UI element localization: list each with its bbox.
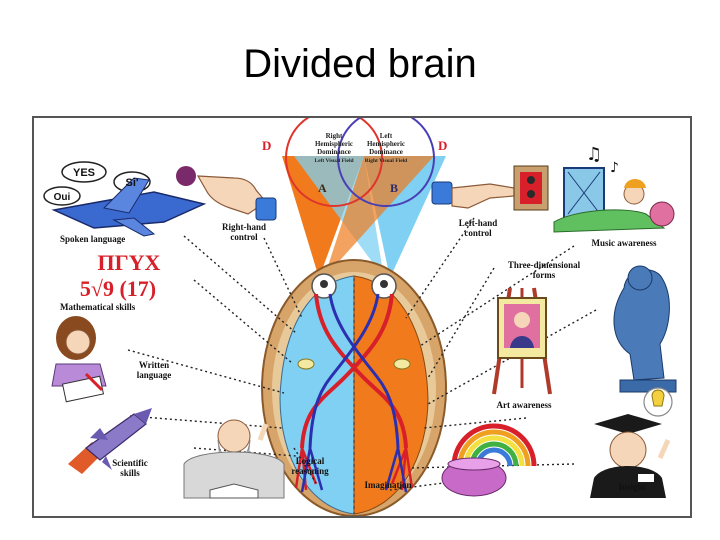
speech-si-text: Si' <box>125 177 138 189</box>
header-left-letter: D <box>262 138 271 153</box>
art-awareness-illustration <box>492 287 552 395</box>
label-art-awareness: Art awareness <box>496 400 552 410</box>
left-hemisphere-circle <box>337 118 435 207</box>
right-hemisphere-circle <box>285 118 383 207</box>
header-right-line4: Right Visual Field <box>365 158 407 164</box>
spoken-language-illustration <box>43 161 207 237</box>
label-music-awareness: Music awareness <box>591 238 657 248</box>
left-hand-illustration <box>431 165 549 211</box>
three-dimensional-forms-illustration <box>613 265 677 393</box>
header-left-line2: Hemispheric <box>315 140 353 148</box>
label-scientific-skills-2: skills <box>120 468 140 478</box>
label-three-dimensional-2: forms <box>533 270 556 280</box>
music-awareness-illustration: ♫ ♪ <box>553 144 675 233</box>
field-b-label: B <box>390 181 398 195</box>
label-left-hand-control-2: control <box>464 228 492 238</box>
right-hand-illustration <box>176 166 277 221</box>
field-a-label: A <box>318 181 327 195</box>
header-right-line2: Hemispheric <box>367 140 405 148</box>
slide-title: Divided brain <box>243 42 477 86</box>
divided-brain-diagram: D Right Hemispheric Dominance Left Visua… <box>32 116 692 518</box>
label-logical-reasoning-2: reasoning <box>291 466 329 476</box>
label-three-dimensional-1: Three-dimensional <box>508 260 581 270</box>
visual-field-cones <box>282 156 446 278</box>
label-scientific-skills-1: Scientific <box>112 458 148 468</box>
brain-top-view <box>261 259 447 516</box>
written-language-illustration <box>51 316 107 403</box>
header-right-line3: Dominance <box>369 148 403 156</box>
label-left-hand-control-1: Left-hand <box>459 218 498 228</box>
insight-illustration <box>590 387 673 498</box>
speech-oui-text: Oui <box>54 192 71 203</box>
speech-yes-text: YES <box>73 167 95 179</box>
label-logical-reasoning-1: Logical <box>296 456 325 466</box>
label-insight: Insight <box>618 482 645 492</box>
label-spoken-language: Spoken language <box>60 234 125 244</box>
music-note-icon: ♪ <box>610 160 619 176</box>
header-left-line4: Left Visual Field <box>314 158 353 164</box>
label-written-language-1: Written <box>139 360 169 370</box>
math-symbols-illustration: ΠΓΥΧ 5√9 (17) <box>80 250 161 301</box>
music-note-icon: ♫ <box>586 144 602 165</box>
label-written-language-2: language <box>137 370 172 380</box>
imagination-illustration <box>441 423 537 497</box>
label-right-hand-control-1: Right-hand <box>222 222 266 232</box>
header-right-line1: Left <box>380 132 393 140</box>
label-imagination: Imagination <box>364 480 411 490</box>
header-left-line3: Dominance <box>317 148 351 156</box>
header-left-line1: Right <box>326 132 343 140</box>
label-mathematical-skills: Mathematical skills <box>60 302 136 312</box>
header-right-letter: D <box>438 138 447 153</box>
label-right-hand-control-2: control <box>230 232 258 242</box>
math-symbols-bottom: 5√9 (17) <box>80 276 156 301</box>
scientific-skills-illustration <box>68 408 152 474</box>
math-symbols-top: ΠΓΥΧ <box>98 250 161 275</box>
logical-reasoning-illustration <box>183 419 285 499</box>
leader-lines <box>127 217 597 491</box>
